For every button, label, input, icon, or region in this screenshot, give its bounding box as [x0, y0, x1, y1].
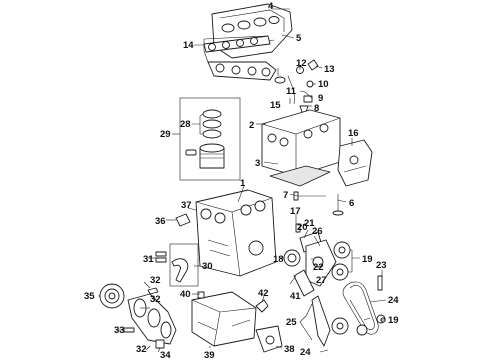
part-labels: 4 5 14 12 13 10 11 9 8 15 28 29 2 16 3 1… — [84, 1, 399, 360]
valve-intake — [293, 191, 326, 201]
camshaft-bolt — [295, 223, 301, 233]
connecting-rod — [171, 258, 189, 283]
part-label-15: 15 — [270, 100, 281, 111]
piston-rings-box — [179, 97, 241, 181]
part-label-39: 39 — [204, 350, 215, 360]
part-label-13: 13 — [324, 64, 335, 75]
piston — [185, 143, 225, 169]
tensioner-bolt — [377, 275, 383, 291]
oil-pump — [255, 325, 283, 353]
crank-key — [147, 287, 159, 295]
part-label-27: 27 — [316, 275, 327, 286]
part-label-3: 3 — [255, 158, 260, 169]
camshaft-upper — [203, 35, 271, 53]
part-label-17: 17 — [290, 206, 301, 217]
crank-bearing — [123, 327, 135, 333]
head-gasket — [269, 165, 331, 187]
part-label-30: 30 — [202, 261, 213, 272]
part-label-25: 25 — [286, 317, 297, 328]
part-label-22: 22 — [313, 262, 324, 273]
valve-exhaust — [332, 194, 344, 216]
chain-guide — [311, 295, 331, 347]
part-label-34: 34 — [160, 350, 171, 360]
block-sensor — [175, 213, 191, 227]
part-label-1: 1 — [240, 178, 246, 189]
part-label-18: 18 — [273, 254, 284, 265]
part-label-10: 10 — [318, 79, 329, 90]
part-label-41: 41 — [290, 291, 301, 302]
part-label-6: 6 — [349, 198, 354, 209]
part-label-42: 42 — [258, 288, 269, 299]
part-label-35: 35 — [84, 291, 95, 302]
part-label-24-a: 24 — [388, 295, 399, 306]
part-label-19-b: 19 — [388, 315, 399, 326]
oil-drain-plug — [197, 291, 205, 299]
part-label-37: 37 — [181, 200, 192, 211]
timing-housing-upper — [337, 139, 373, 187]
crankshaft-pulley — [99, 283, 125, 309]
part-label-28: 28 — [180, 119, 191, 130]
timing-gear-upper — [333, 241, 351, 259]
part-label-31: 31 — [143, 254, 154, 265]
crank-sprocket — [331, 317, 349, 335]
part-label-24-b: 24 — [300, 347, 311, 358]
oil-pickup — [255, 299, 269, 313]
part-label-23: 23 — [376, 260, 387, 271]
oil-pan — [191, 291, 257, 347]
part-label-36: 36 — [155, 216, 166, 227]
timing-gear-lower — [331, 263, 349, 281]
piston-ring-set — [202, 109, 222, 139]
front-seal — [283, 249, 301, 267]
part-label-20: 20 — [297, 222, 308, 233]
rod-bolts — [155, 251, 167, 263]
part-label-21: 21 — [304, 218, 315, 229]
sprocket-washer — [356, 324, 368, 336]
part-label-12: 12 — [296, 58, 307, 69]
part-label-26: 26 — [312, 226, 323, 237]
part-label-19: 19 — [362, 254, 373, 265]
camshaft-lower — [207, 61, 277, 81]
part-label-32-c: 32 — [136, 344, 147, 355]
part-label-8: 8 — [314, 103, 319, 114]
leader-lines — [98, 8, 387, 353]
conrod-box — [169, 243, 199, 287]
part-label-14: 14 — [183, 40, 194, 51]
balance-shaft — [293, 269, 315, 297]
cylinder-head — [261, 109, 341, 177]
part-label-32-a: 32 — [150, 275, 161, 286]
part-label-2: 2 — [249, 120, 254, 131]
part-label-38: 38 — [284, 344, 295, 355]
part-label-32-b: 32 — [150, 294, 161, 305]
part-label-4: 4 — [268, 1, 274, 12]
timing-chain — [342, 281, 379, 335]
part-label-7: 7 — [283, 190, 288, 201]
part-label-9: 9 — [318, 93, 323, 104]
crank-sensor-ring — [155, 339, 165, 349]
part-label-33: 33 — [114, 325, 125, 336]
part-label-11: 11 — [286, 86, 297, 97]
valvetrain-small-parts — [274, 59, 319, 113]
part-label-16: 16 — [348, 128, 359, 139]
part-label-40: 40 — [180, 289, 191, 300]
part-label-29: 29 — [160, 129, 171, 140]
part-label-5: 5 — [296, 33, 302, 44]
engine-block — [195, 189, 277, 277]
